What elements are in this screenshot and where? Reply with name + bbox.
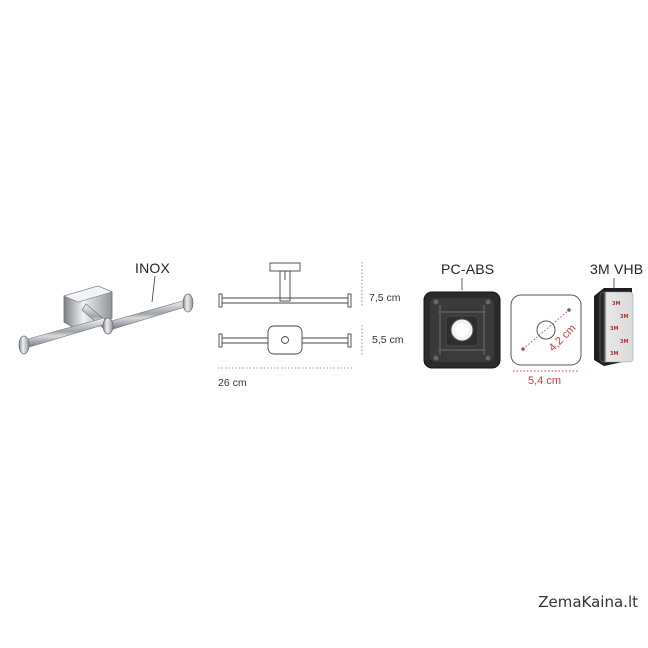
mounting-plate-drawing <box>510 294 582 372</box>
material-label-pc-abs: PC-ABS <box>441 261 495 277</box>
3m-vhb-tape-image: 3M 3M 3M 3M 3M <box>594 278 634 366</box>
3m-tape-print: 3M <box>620 339 628 345</box>
3m-tape-print: 3M <box>612 301 620 307</box>
material-label-inox: INOX <box>135 260 171 276</box>
height-top-label: 7,5 cm <box>369 292 401 304</box>
3m-tape-print: 3M <box>610 326 618 332</box>
watermark-text: ZemaKaina.lt <box>538 593 638 611</box>
top-view-drawing <box>218 262 352 308</box>
width-label: 26 cm <box>218 377 247 389</box>
chrome-holder-image <box>18 275 194 355</box>
pc-abs-base-image <box>423 278 501 369</box>
3m-tape-print: 3M <box>620 314 628 320</box>
material-label-3m-vhb: 3M VHB <box>590 261 644 277</box>
height-front-label: 5,5 cm <box>372 334 404 346</box>
front-view-drawing <box>218 325 352 355</box>
3m-tape-print: 3M <box>610 351 618 357</box>
plate-width-label: 5,4 cm <box>528 375 562 387</box>
